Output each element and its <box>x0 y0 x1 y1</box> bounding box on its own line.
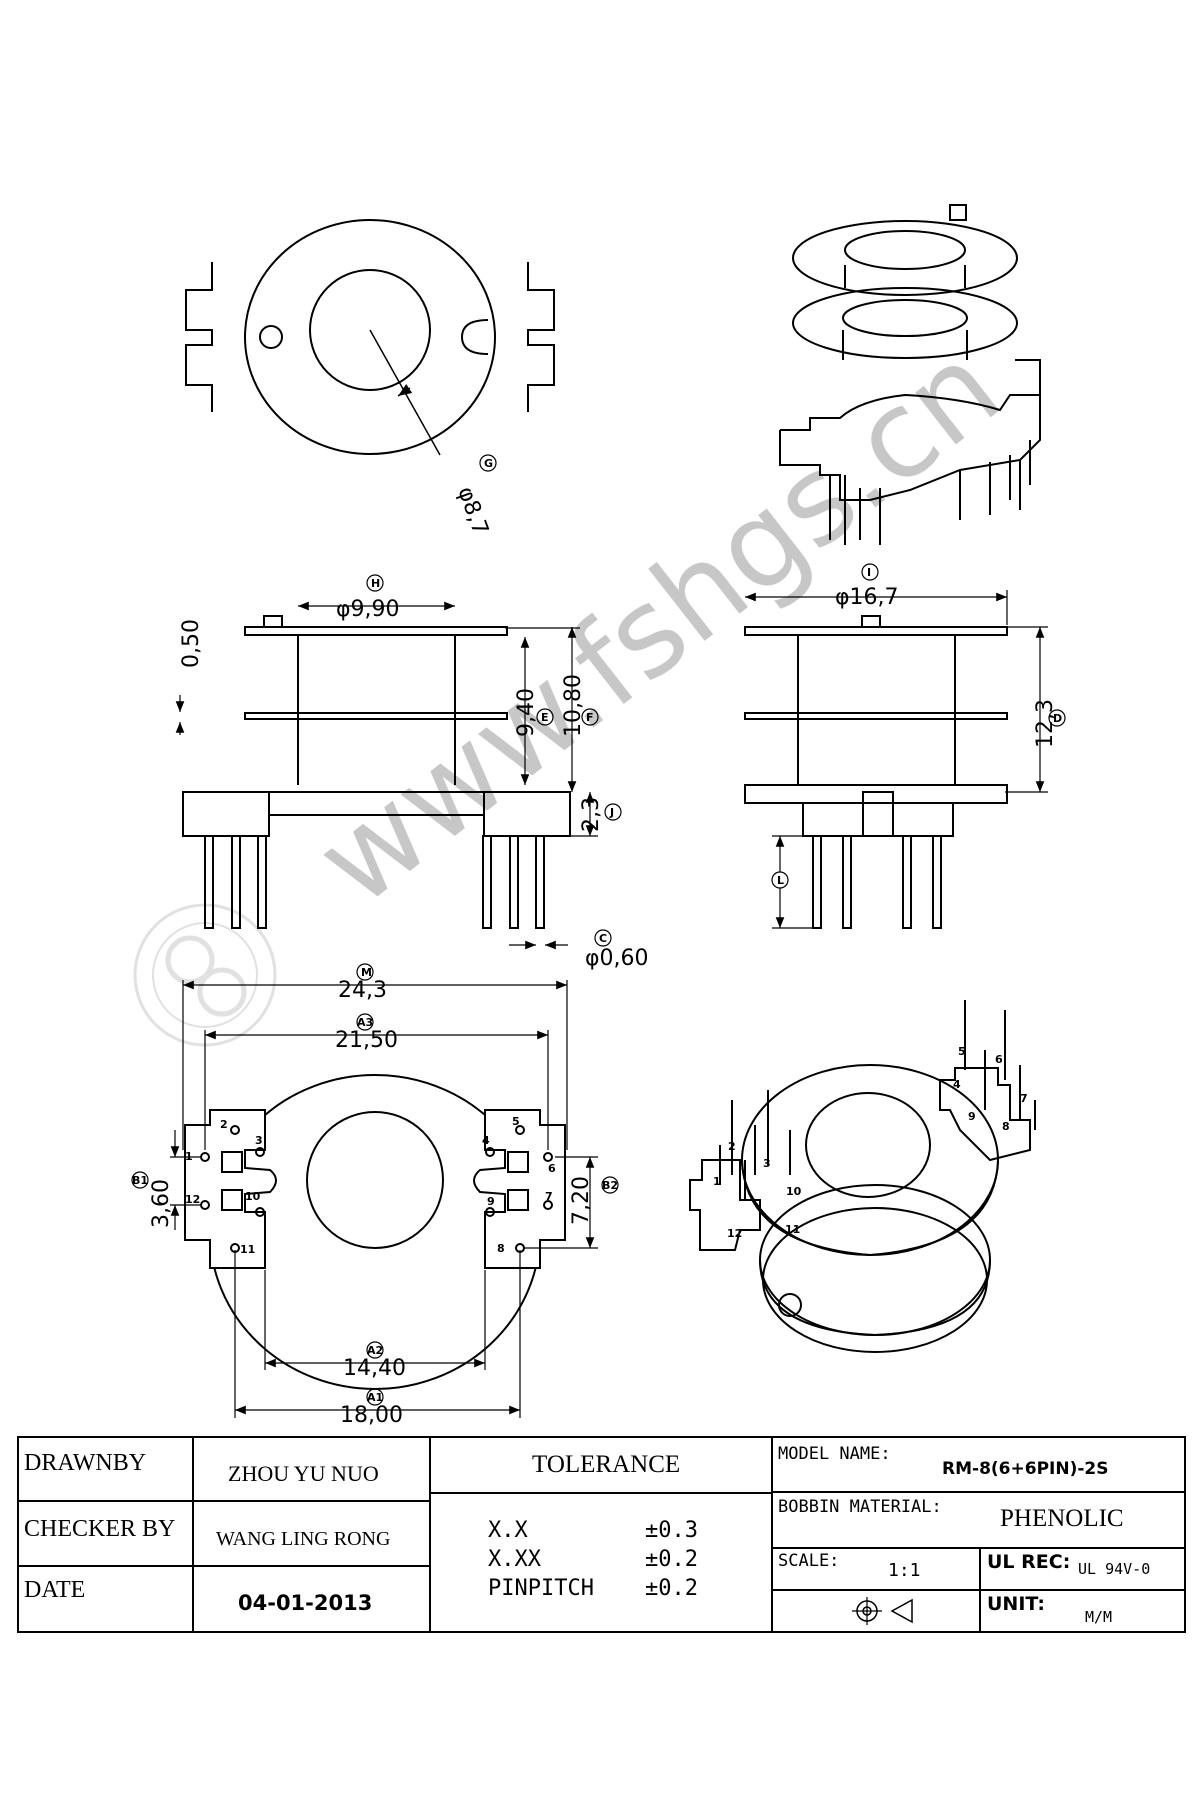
iso-pin-10: 10 <box>786 1185 802 1198</box>
top-view <box>185 219 555 456</box>
unit-value: M/M <box>1085 1608 1112 1626</box>
marker-a2: A2 <box>367 1344 383 1357</box>
dim-h-diameter: φ9,90 <box>336 597 400 622</box>
pin-2: 2 <box>220 1118 228 1131</box>
iso-top-view <box>779 204 1041 545</box>
date-label: DATE <box>24 1577 85 1603</box>
bottom-view <box>184 1074 566 1390</box>
iso-pin-5: 5 <box>958 1045 966 1058</box>
date-value: 04-01-2013 <box>238 1591 372 1615</box>
iso-pin-6: 6 <box>995 1053 1003 1066</box>
marker-d: D <box>1053 712 1062 725</box>
tol-pin-label: PINPITCH <box>488 1576 594 1601</box>
dim-f-height: 10,80 <box>561 674 586 737</box>
model-value: RM-8(6+6PIN)-2S <box>942 1459 1108 1479</box>
side-dims <box>745 590 1048 929</box>
marker-g: G <box>484 457 493 470</box>
iso-pins: 1 2 3 4 5 6 7 8 9 10 11 12 <box>713 1045 1028 1240</box>
marker-a1: A1 <box>367 1391 383 1404</box>
dim-i-diameter: φ16,7 <box>835 585 899 610</box>
marker-c: C <box>599 932 607 945</box>
dim-flange-thickness: 0,50 <box>179 619 204 668</box>
iso-pin-12: 12 <box>727 1227 742 1240</box>
scale-label: SCALE: <box>778 1551 839 1571</box>
tol-pin-value: ±0.2 <box>645 1576 698 1601</box>
marker-l: L <box>777 874 784 887</box>
tol-xx-label: X.X <box>488 1518 528 1543</box>
marker-e: E <box>541 711 549 724</box>
dim-b2-pitch: 7,20 <box>569 1176 594 1225</box>
dim-a3-width: 21,50 <box>335 1028 398 1053</box>
dim-e-height: 9,40 <box>514 688 539 737</box>
iso-pin-1: 1 <box>713 1175 721 1188</box>
tol-xxx-value: ±0.2 <box>645 1547 698 1572</box>
ul-value: UL 94V-0 <box>1078 1560 1150 1578</box>
marker-f: F <box>586 711 594 724</box>
scale-value: 1:1 <box>888 1560 921 1581</box>
marker-i: I <box>867 566 871 579</box>
model-label: MODEL NAME: <box>778 1444 891 1464</box>
dim-m-width: 24,3 <box>338 978 387 1003</box>
marker-h: H <box>371 577 380 590</box>
ul-label: UL REC: <box>987 1551 1070 1573</box>
dim-j-height: 2,3 <box>579 797 604 832</box>
bottom-pins: 1 2 3 4 5 6 7 8 9 10 11 12 <box>185 1115 556 1256</box>
marker-b2: B2 <box>602 1179 618 1192</box>
checker-label: CHECKER BY <box>24 1516 175 1542</box>
tol-xx-value: ±0.3 <box>645 1518 698 1543</box>
bottom-dims <box>170 980 598 1418</box>
drawn-by-value: ZHOU YU NUO <box>228 1461 379 1486</box>
dim-d-height: 12,3 <box>1033 699 1058 748</box>
drawn-by-label: DRAWNBY <box>24 1450 146 1476</box>
dim-g-diameter: φ8,7 <box>452 484 492 539</box>
dim-c-pin-diameter: φ0,60 <box>585 946 649 971</box>
pin-6: 6 <box>548 1162 556 1175</box>
marker-j: J <box>609 806 614 819</box>
marker-b1: B1 <box>132 1174 148 1187</box>
material-label: BOBBIN MATERIAL: <box>778 1497 942 1517</box>
iso-pin-2: 2 <box>728 1140 736 1153</box>
dim-b1-pitch: 3,60 <box>149 1179 174 1228</box>
marker-m: M <box>361 966 372 979</box>
checker-value: WANG LING RONG <box>216 1528 390 1550</box>
pin-12: 12 <box>185 1193 200 1206</box>
iso-pin-8: 8 <box>1002 1120 1010 1133</box>
iso-pin-3: 3 <box>763 1157 771 1170</box>
dim-a1-width: 18,00 <box>340 1403 403 1428</box>
unit-label: UNIT: <box>987 1593 1045 1615</box>
tol-xxx-label: X.XX <box>488 1547 542 1572</box>
pin-9: 9 <box>487 1195 495 1208</box>
marker-a3: A3 <box>357 1016 373 1029</box>
iso-pin-11: 11 <box>785 1223 800 1236</box>
watermark-text: www.fshgs.cn <box>292 318 1025 933</box>
pin-5: 5 <box>512 1115 520 1128</box>
pin-4: 4 <box>482 1134 490 1147</box>
pin-10: 10 <box>245 1190 261 1203</box>
pin-11: 11 <box>240 1243 255 1256</box>
side-view <box>744 615 1008 929</box>
front-dims <box>175 601 598 950</box>
iso-pin-7: 7 <box>1020 1092 1028 1105</box>
pin-3: 3 <box>255 1134 263 1147</box>
tolerance-label: TOLERANCE <box>532 1451 680 1478</box>
iso-bottom-view <box>689 1000 1036 1353</box>
pin-7: 7 <box>545 1190 553 1203</box>
iso-pin-9: 9 <box>968 1110 976 1123</box>
pin-8: 8 <box>497 1242 505 1255</box>
iso-pin-4: 4 <box>953 1078 961 1091</box>
dim-a2-width: 14,40 <box>343 1356 406 1381</box>
material-value: PHENOLIC <box>1000 1505 1124 1532</box>
title-block <box>17 1436 1186 1633</box>
